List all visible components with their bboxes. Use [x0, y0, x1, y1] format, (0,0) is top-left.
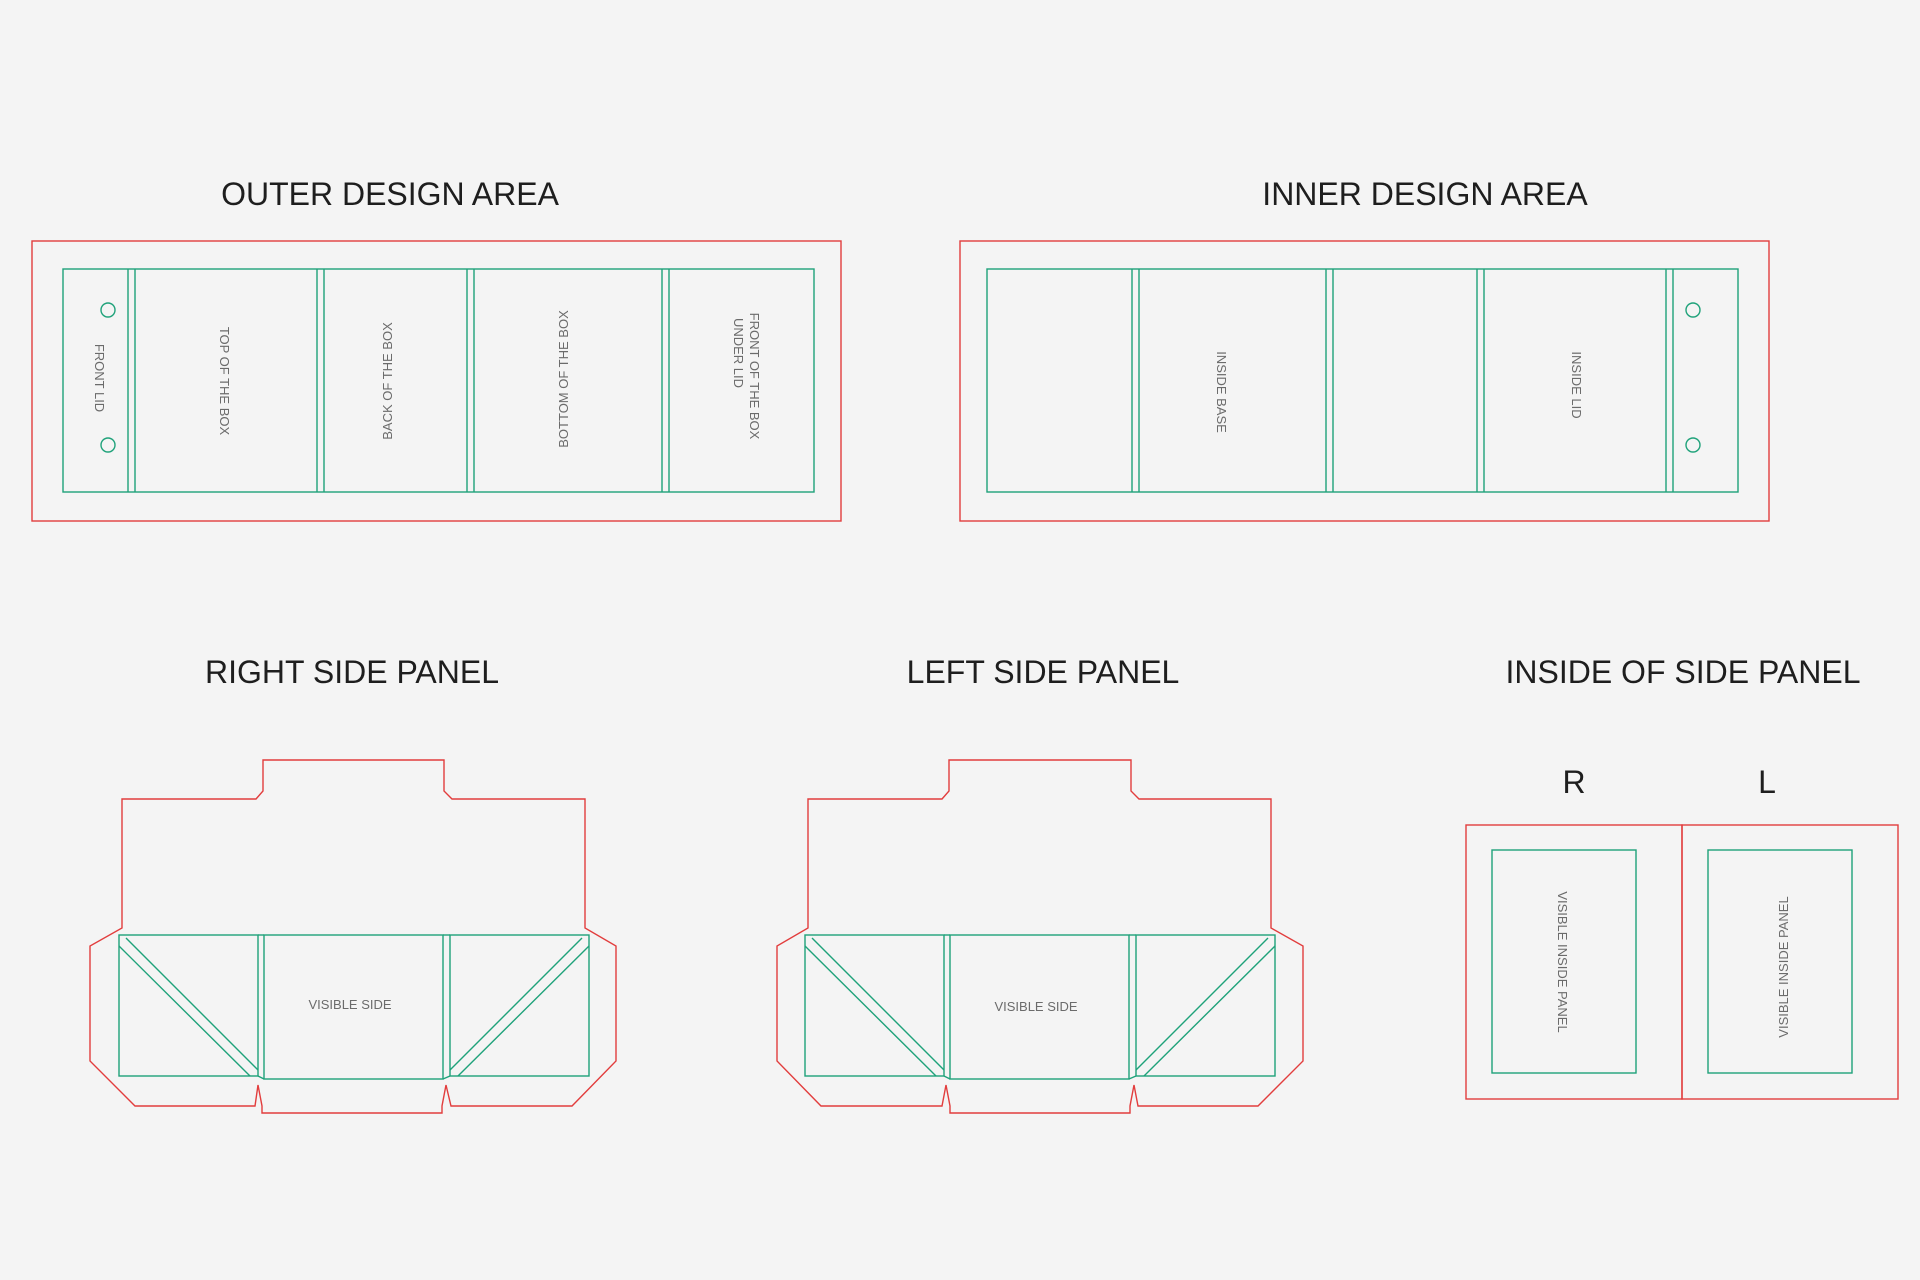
inner-design-area: INNER DESIGN AREA INSIDE BASE INSIDE LID — [959, 176, 1770, 522]
inside-of-side-panel: INSIDE OF SIDE PANEL R L VISIBLE INSIDE … — [1465, 654, 1899, 1100]
inside-of-side-panel-title: INSIDE OF SIDE PANEL — [1505, 654, 1860, 690]
inner-fold-outline — [986, 268, 1739, 493]
inside-left-visible-inside-panel-label: VISIBLE INSIDE PANEL — [1776, 896, 1791, 1037]
inside-right-cut-line — [1465, 824, 1683, 1100]
outer-design-area: OUTER DESIGN AREA FRONT LID TOP OF THE B… — [31, 176, 842, 522]
left-side-panel-title: LEFT SIDE PANEL — [907, 654, 1180, 690]
panel-label-back-of-the-box: BACK OF THE BOX — [380, 322, 395, 440]
inner-magnet-circle-bottom — [1685, 437, 1701, 453]
inside-right-visible-inside-panel-label: VISIBLE INSIDE PANEL — [1555, 891, 1570, 1032]
panel-label-under-lid: UNDER LID — [731, 318, 746, 388]
right-side-panel: RIGHT SIDE PANEL VISIBLE SIDE — [89, 654, 617, 1114]
inside-right-fold-outline — [1491, 849, 1637, 1074]
right-side-visible-side-label: VISIBLE SIDE — [308, 997, 391, 1012]
right-side-panel-title: RIGHT SIDE PANEL — [205, 654, 499, 690]
outer-cut-line — [31, 240, 842, 522]
left-side-visible-side-label: VISIBLE SIDE — [994, 999, 1077, 1014]
outer-fold-outline — [62, 268, 815, 493]
right-side-fold-lines — [118, 934, 590, 1080]
inner-fold-lines — [1131, 269, 1674, 492]
panel-label-top-of-the-box: TOP OF THE BOX — [217, 327, 232, 436]
inner-cut-line — [959, 240, 1770, 522]
panel-label-bottom-of-the-box: BOTTOM OF THE BOX — [556, 310, 571, 448]
inner-magnet-circle-top — [1685, 302, 1701, 318]
inside-left-cut-line — [1681, 824, 1899, 1100]
panel-label-front-of-the-box: FRONT OF THE BOX — [747, 313, 762, 440]
left-side-fold-lines — [804, 934, 1276, 1080]
left-side-panel: LEFT SIDE PANEL VISIBLE SIDE — [776, 654, 1304, 1114]
panel-label-inside-base: INSIDE BASE — [1214, 351, 1229, 433]
inner-design-area-title: INNER DESIGN AREA — [1262, 176, 1588, 212]
panel-label-front-lid: FRONT LID — [92, 344, 107, 412]
inside-right-letter: R — [1562, 764, 1585, 800]
outer-fold-lines — [127, 269, 670, 492]
panel-label-inside-lid: INSIDE LID — [1569, 351, 1584, 418]
inside-left-fold-outline — [1707, 849, 1853, 1074]
outer-design-area-title: OUTER DESIGN AREA — [221, 176, 560, 212]
outer-magnet-circle-bottom — [100, 437, 116, 453]
right-side-cut-line — [89, 759, 617, 1114]
inside-left-letter: L — [1758, 764, 1776, 800]
outer-magnet-circle-top — [100, 302, 116, 318]
left-side-cut-line — [776, 759, 1304, 1114]
